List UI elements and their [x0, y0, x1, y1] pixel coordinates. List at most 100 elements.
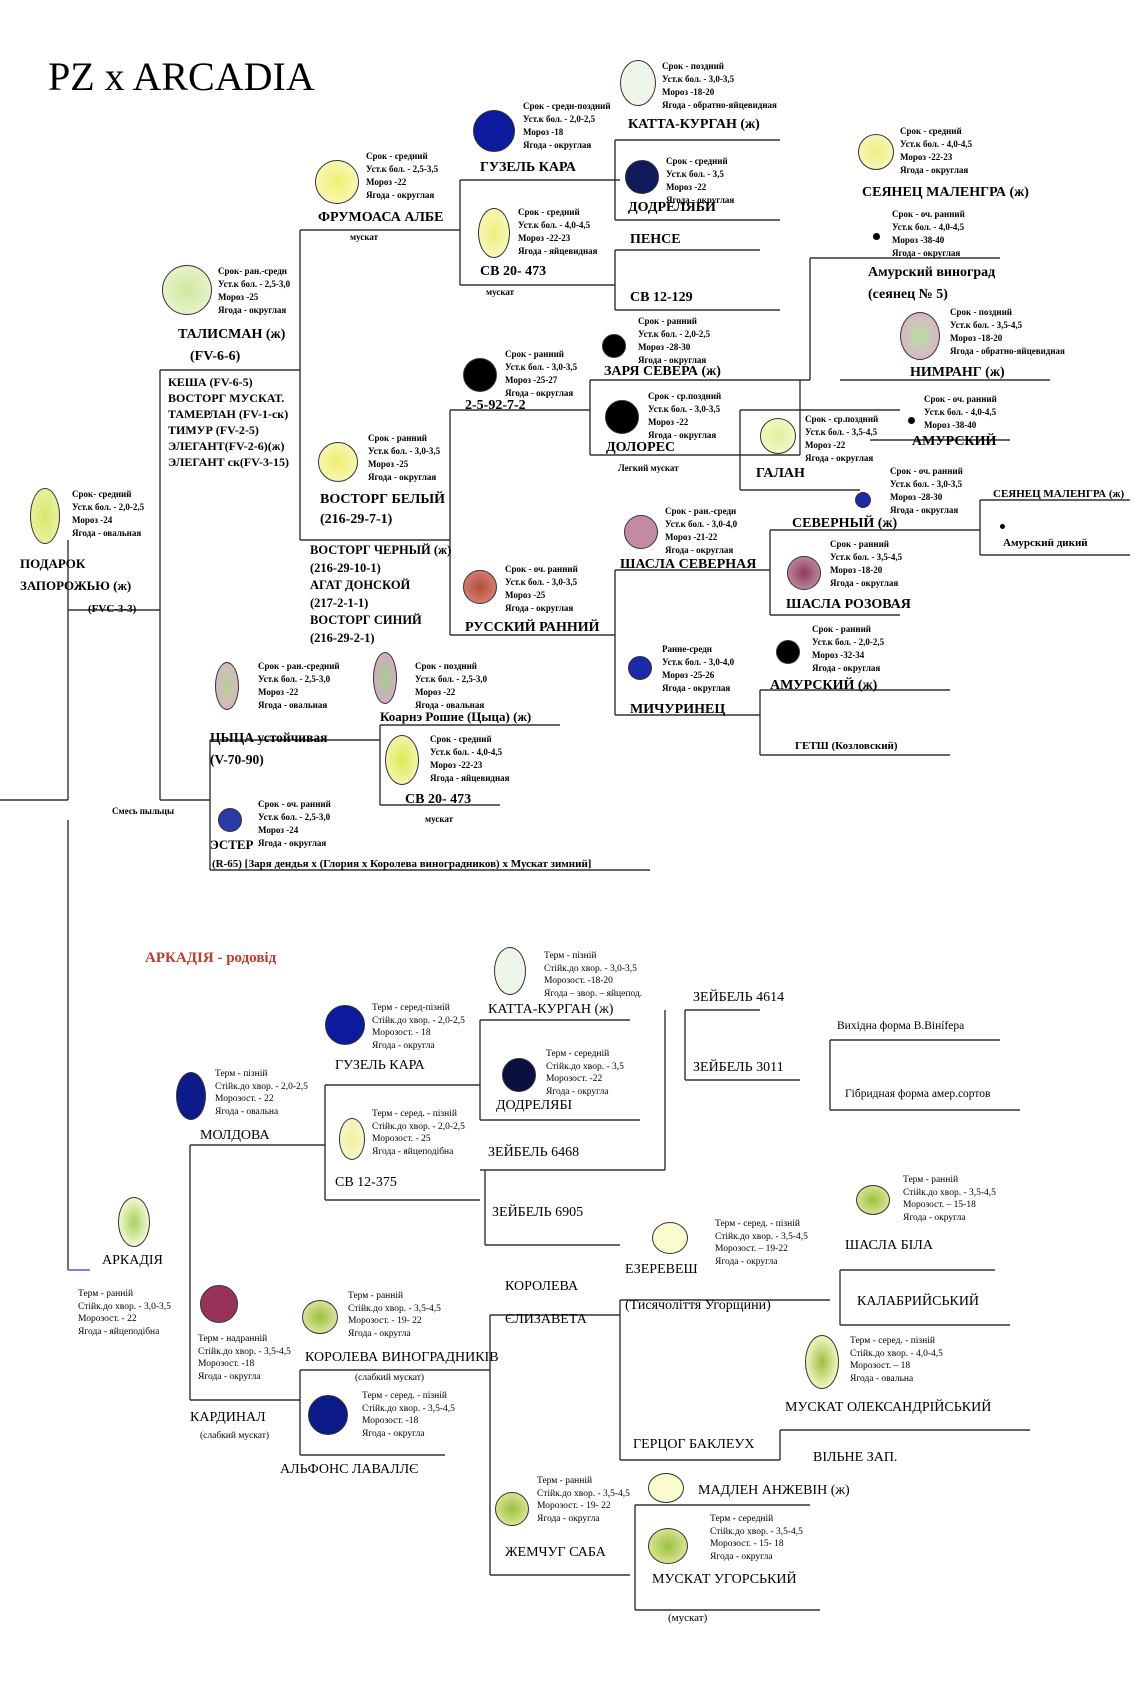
berry-icon-2-5-92: [463, 358, 497, 392]
node-alfons: АЛЬФОНС ЛАВАЛЛЄ: [280, 1462, 419, 1477]
node-zeybel3011: ЗЕЙБЕЛЬ 3011: [693, 1060, 784, 1075]
node-talisman: ТАЛИСМАН (ж)(FV-6-6): [178, 327, 286, 364]
node-vilne: ВІЛЬНЕ ЗАП.: [813, 1450, 898, 1465]
berry-icon-shasla-sev: [624, 515, 658, 549]
berry-icon-podarok: [30, 488, 60, 544]
node-russkiy: РУССКИЙ РАННИЙ: [465, 620, 600, 635]
berry-icon-sv12375: [339, 1118, 365, 1160]
node-katta2: КАТТА-КУРГАН (ж): [488, 1002, 614, 1017]
berry-icon-shasla: [856, 1185, 890, 1215]
node-muskat-u: МУСКАТ УГОРСЬКИЙ: [652, 1572, 797, 1587]
dolores-light-muscat: Легкий мускат: [618, 463, 679, 473]
node-nimrang: НИМРАНГ (ж): [910, 365, 1005, 380]
berry-icon-frumoasa: [315, 160, 359, 204]
node-amurdikiy: Амурский дикий: [1003, 537, 1088, 549]
sv20b-muscat: мускат: [425, 814, 454, 824]
berry-icon-amursk1: [873, 233, 880, 240]
node-amurskiyzh: АМУРСКИЙ (ж): [770, 678, 878, 693]
node-guzel: ГУЗЕЛЬ КАРА: [480, 160, 576, 175]
node-cyca: ЦЫЦА устойчивая(V-70-90): [210, 730, 328, 767]
node-frumoasa: ФРУМОАСА АЛБЕ: [318, 210, 444, 225]
node-galan: ГАЛАН: [756, 466, 805, 481]
node-zeybel4614: ЗЕЙБЕЛЬ 4614: [693, 990, 785, 1005]
berry-icon-galan: [760, 418, 796, 454]
node-katta: КАТТА-КУРГАН (ж): [628, 117, 760, 132]
node-sv20: СВ 20- 473: [480, 264, 547, 279]
node-seyanec1: СЕЯНЕЦ МАЛЕНГРА (ж): [862, 185, 1029, 200]
node-vihidna: Вихідна форма В.Вінífера: [837, 1020, 965, 1032]
section-title-arkadia: АРКАДІЯ - родовід: [145, 950, 277, 966]
berry-icon-shasla-roz: [787, 556, 821, 590]
berry-icon-talisman: [162, 265, 212, 315]
berry-icon-muskat-o: [805, 1335, 839, 1389]
node-shasla: ШАСЛА БІЛА: [845, 1238, 933, 1253]
node-moldova: МОЛДОВА: [200, 1128, 270, 1143]
node-seyanec2: СЕЯНЕЦ МАЛЕНГРА (ж): [993, 488, 1125, 500]
node-kalabr: КАЛАБРИЙСЬКИЙ: [857, 1294, 980, 1309]
code-podarok: (FVC-3-3): [88, 603, 137, 615]
berry-icon-russkiy: [463, 570, 497, 604]
berry-icon-dodrelyabi2: [502, 1058, 536, 1092]
vostorg-list: ВОСТОРГ ЧЕРНЫЙ (ж)(216-29-10-1)АГАТ ДОНС…: [310, 543, 452, 645]
berry-icon-ezerevesh: [652, 1222, 688, 1254]
node-ester: ЭСТЕР: [210, 837, 254, 852]
berry-icon-zhemchug: [495, 1492, 529, 1526]
berry-icon-kardinal: [200, 1285, 238, 1323]
berry-icon-alfons: [308, 1395, 348, 1435]
node-gibrid: Гібридная форма амер.сортов: [845, 1088, 991, 1100]
muskat-u-sub: (мускат): [668, 1612, 708, 1624]
berry-icon-guzel2: [325, 1005, 365, 1045]
node-guzel2: ГУЗЕЛЬ КАРА: [335, 1058, 425, 1073]
berry-icon-amurskiy2: [908, 417, 915, 424]
node-shasla-roz: ШАСЛА РОЗОВАЯ: [786, 597, 911, 612]
node-dolores: ДОЛОРЕС: [606, 440, 676, 455]
node-muskat-o: МУСКАТ ОЛЕКСАНДРІЙСЬКИЙ: [785, 1400, 992, 1415]
berry-icon-madlen: [648, 1473, 684, 1503]
pollen-mix-label: Смесь пыльцы: [112, 806, 174, 816]
node-gercog: ГЕРЦОГ БАКЛЕУХ: [633, 1437, 755, 1452]
koroleva-sub: (слабкий мускат): [355, 1373, 425, 1383]
node-ezerevesh: ЕЗЕРЕВЕШ: [625, 1262, 698, 1277]
node-vostorg: ВОСТОРГ БЕЛЫЙ(216-29-7-1): [320, 492, 445, 527]
node-zarya: ЗАРЯ СЕВЕРА (ж): [604, 364, 721, 379]
berry-icon-sv20: [478, 208, 510, 258]
berry-icon-sv20b: [385, 735, 419, 785]
node-arkadia: АРКАДІЯ: [102, 1253, 163, 1268]
berry-icon-doderlyabi: [625, 160, 659, 194]
node-koroleva: КОРОЛЕВА ВИНОГРАДНИКІВ: [305, 1350, 499, 1365]
frumoasa-muscat: мускат: [350, 232, 379, 242]
berry-icon-koarne: [373, 652, 397, 704]
berry-icon-nimrang: [900, 312, 940, 360]
berry-icon-katta: [620, 60, 656, 106]
ester-pedigree: (R-65) [Заря дендья х (Глория х Королева…: [212, 858, 592, 870]
node-shasla-sev: ШАСЛА СЕВЕРНАЯ: [620, 557, 757, 572]
berry-icon-seyanec1: [858, 134, 894, 170]
node-zeybel6468: ЗЕЙБЕЛЬ 6468: [488, 1145, 580, 1160]
